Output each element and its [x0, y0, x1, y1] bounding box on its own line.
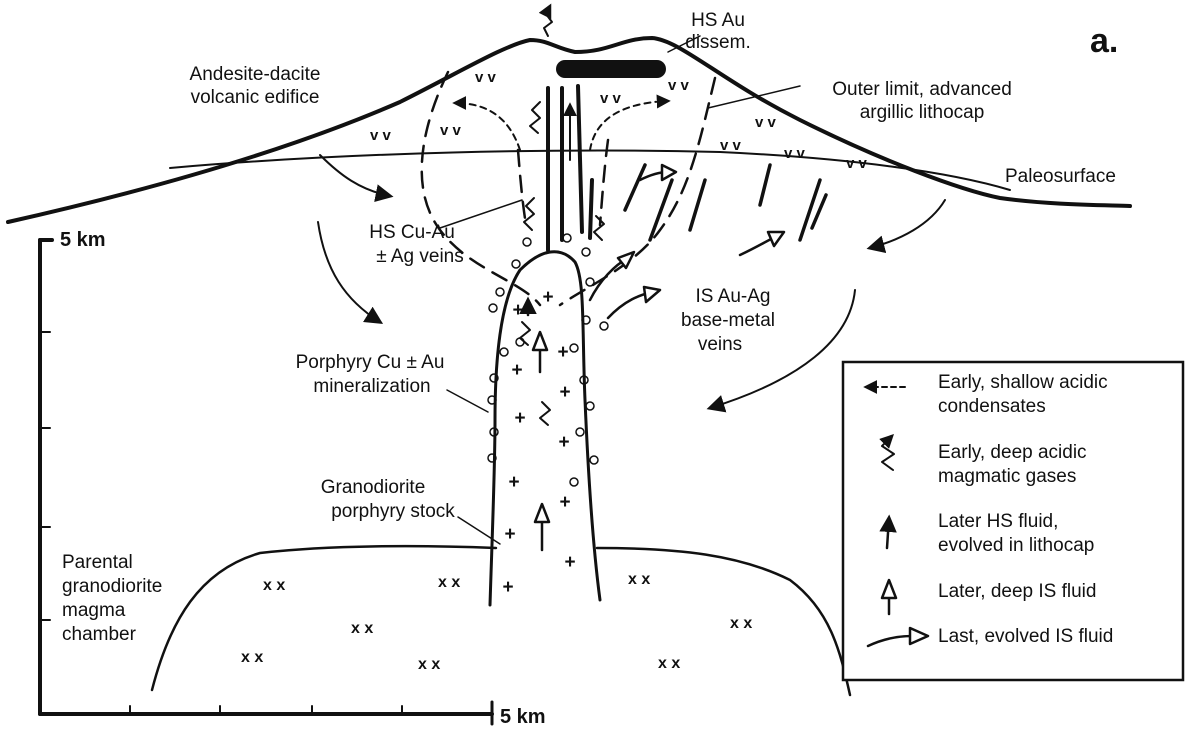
svg-text:veins: veins	[698, 334, 742, 355]
alteration-halo	[488, 234, 608, 486]
svg-text:x x: x x	[351, 620, 373, 637]
svg-text:magmatic gases: magmatic gases	[938, 466, 1076, 487]
svg-text:x x: x x	[658, 655, 680, 672]
svg-text:v v: v v	[784, 145, 806, 162]
svg-text:dissem.: dissem.	[685, 32, 750, 53]
label-edifice: Andesite-dacite volcanic edifice	[190, 64, 321, 108]
svg-text:v v: v v	[668, 77, 690, 94]
deep-is-fluid-arrows	[528, 300, 549, 550]
svg-text:+: +	[542, 287, 553, 308]
label-hs-au-dissem: HS Au dissem.	[685, 10, 750, 53]
label-is-veins: IS Au-Ag base-metal veins	[681, 286, 775, 355]
svg-text:HS Cu-Au: HS Cu-Au	[369, 222, 455, 243]
horizontal-scale-bar: 5 km	[40, 702, 546, 728]
svg-text:Early, deep acidic: Early, deep acidic	[938, 442, 1087, 463]
panel-label: a.	[1090, 22, 1118, 60]
vertical-scale-label: 5 km	[60, 229, 106, 251]
svg-text:+: +	[502, 577, 513, 598]
svg-text:chamber: chamber	[62, 624, 137, 645]
vent-squiggle-icon	[544, 6, 552, 36]
volcanic-v-symbols: v v v v v v v v v v v v v v v v v v	[370, 69, 868, 172]
svg-text:± Ag veins: ± Ag veins	[376, 246, 464, 267]
svg-text:+: +	[504, 524, 515, 545]
svg-text:granodiorite: granodiorite	[62, 576, 162, 597]
svg-text:+: +	[508, 472, 519, 493]
svg-text:base-metal: base-metal	[681, 310, 775, 331]
svg-text:x x: x x	[263, 577, 285, 594]
svg-text:+: +	[564, 552, 575, 573]
svg-text:argillic lithocap: argillic lithocap	[860, 102, 985, 123]
svg-text:HS Au: HS Au	[691, 10, 745, 31]
svg-text:magma: magma	[62, 600, 126, 621]
svg-text:+: +	[559, 382, 570, 403]
label-chamber: Parental granodiorite magma chamber	[62, 552, 162, 645]
svg-text:Last, evolved IS fluid: Last, evolved IS fluid	[938, 626, 1113, 647]
svg-text:IS Au-Ag: IS Au-Ag	[696, 286, 771, 307]
svg-text:v v: v v	[475, 69, 497, 86]
svg-text:x x: x x	[438, 574, 460, 591]
svg-text:v v: v v	[846, 155, 868, 172]
svg-text:+: +	[559, 492, 570, 513]
svg-text:x x: x x	[418, 656, 440, 673]
svg-text:mineralization: mineralization	[313, 376, 430, 397]
intrusive-x-symbols: x x x x x x x x x x x x x x x x	[241, 571, 752, 673]
is-veins	[625, 165, 826, 240]
svg-text:v v: v v	[600, 90, 622, 107]
svg-text:x x: x x	[628, 571, 650, 588]
svg-text:+: +	[511, 360, 522, 381]
svg-text:v v: v v	[720, 137, 742, 154]
svg-text:x x: x x	[730, 615, 752, 632]
svg-text:volcanic edifice: volcanic edifice	[191, 87, 320, 108]
lithocap-leader	[708, 86, 800, 108]
svg-text:evolved in lithocap: evolved in lithocap	[938, 535, 1094, 556]
svg-text:Later HS fluid,: Later HS fluid,	[938, 511, 1058, 532]
svg-text:Outer limit, advanced: Outer limit, advanced	[832, 79, 1012, 100]
hs-au-dissem-body	[556, 60, 666, 78]
horizontal-scale-label: 5 km	[500, 706, 546, 728]
svg-text:+: +	[514, 408, 525, 429]
label-porphyry: Porphyry Cu ± Au mineralization	[296, 352, 445, 397]
svg-text:v v: v v	[440, 122, 462, 139]
legend: Early, shallow acidic condensates Early,…	[843, 362, 1183, 680]
label-lithocap: Outer limit, advanced argillic lithocap	[832, 79, 1012, 123]
svg-text:v v: v v	[755, 114, 777, 131]
svg-text:Andesite-dacite: Andesite-dacite	[190, 64, 321, 85]
svg-text:Parental: Parental	[62, 552, 133, 573]
svg-text:v v: v v	[370, 127, 392, 144]
svg-text:Granodiorite: Granodiorite	[321, 477, 426, 498]
svg-text:+: +	[558, 432, 569, 453]
svg-text:Later, deep IS fluid: Later, deep IS fluid	[938, 581, 1096, 602]
svg-text:+: +	[557, 342, 568, 363]
label-paleosurface: Paleosurface	[1005, 166, 1116, 187]
svg-text:porphyry stock: porphyry stock	[331, 501, 455, 522]
label-stock: Granodiorite porphyry stock	[321, 477, 456, 522]
svg-text:+: +	[512, 300, 523, 321]
svg-text:Porphyry Cu ± Au: Porphyry Cu ± Au	[296, 352, 445, 373]
svg-text:Early, shallow acidic: Early, shallow acidic	[938, 372, 1108, 393]
svg-text:condensates: condensates	[938, 396, 1046, 417]
svg-text:x x: x x	[241, 649, 263, 666]
label-hs-veins: HS Cu-Au ± Ag veins	[369, 222, 464, 267]
lithocap-boundary	[422, 72, 715, 305]
